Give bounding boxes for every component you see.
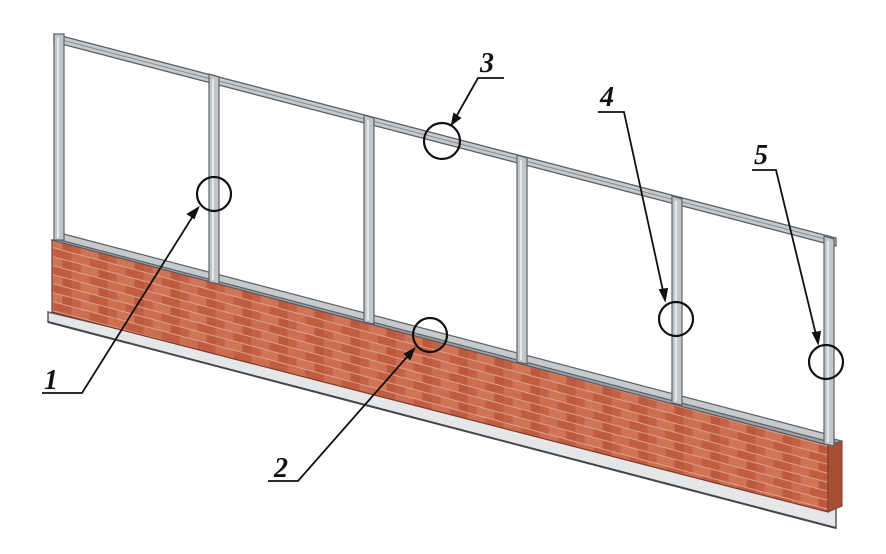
callout-circle-5 <box>807 343 845 381</box>
leader-arrow-5 <box>811 330 822 346</box>
callout-label-4: 4 <box>599 82 614 113</box>
callout-label-2: 2 <box>273 453 288 484</box>
brick-wall-end <box>827 440 843 513</box>
leader-line-3 <box>451 77 504 125</box>
post-3 <box>363 114 375 325</box>
post-5 <box>671 195 683 406</box>
post-2 <box>208 73 220 285</box>
callout-circle-3 <box>422 121 462 161</box>
leader-line-4 <box>598 111 666 301</box>
leader-line-1 <box>42 207 199 394</box>
base-plate-edge <box>47 321 837 529</box>
post-1 <box>53 33 65 241</box>
callout-label-5: 5 <box>754 140 768 171</box>
callout-circle-2 <box>411 316 449 354</box>
post-6 <box>823 235 835 447</box>
leader-arrow-2 <box>403 346 416 361</box>
leader-arrow-1 <box>186 205 200 220</box>
callout-circle-1 <box>195 175 233 213</box>
leader-line-2 <box>268 348 415 482</box>
leader-arrow-4 <box>658 287 669 303</box>
post-highlights <box>57 38 829 442</box>
leader-arrow-3 <box>450 112 462 127</box>
callout-label-3: 3 <box>479 48 494 79</box>
post-4 <box>516 154 528 365</box>
callout-label-1: 1 <box>44 365 58 396</box>
leader-line-5 <box>752 169 819 344</box>
frame-top-rail-edge <box>53 37 837 243</box>
brick-wall-front <box>51 239 829 513</box>
frame-posts <box>53 33 835 447</box>
callout-circle-4 <box>657 300 695 338</box>
